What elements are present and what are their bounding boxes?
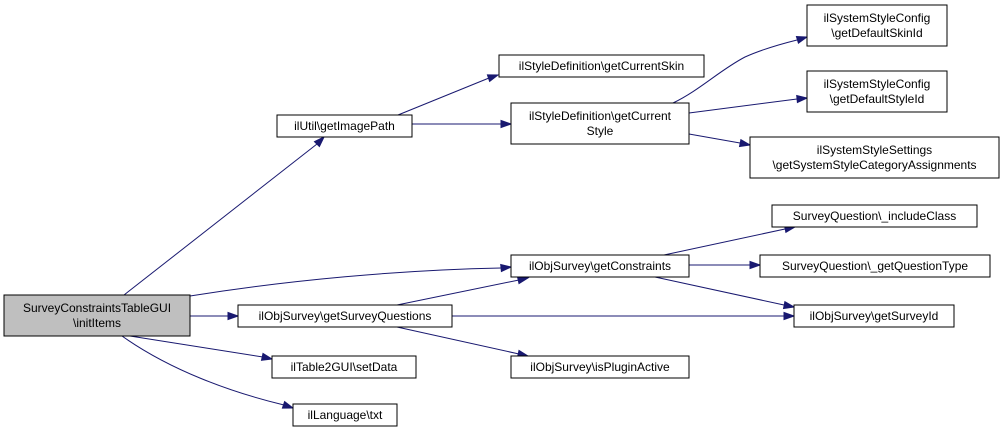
- node-label: ilObjSurvey\isPluginActive: [530, 360, 670, 374]
- edge-line: [672, 39, 798, 104]
- node-catassign[interactable]: ilSystemStyleSettings\getSystemStyleCate…: [749, 136, 1000, 179]
- edge-surveyquestions-to-surveyid: [452, 311, 796, 321]
- edge-root-to-setdata: [129, 335, 274, 361]
- node-surveyquestions[interactable]: ilObjSurvey\getSurveyQuestions: [237, 304, 453, 328]
- edge-root-to-txt: [121, 335, 295, 409]
- arrowhead: [516, 276, 530, 285]
- node-label: ilSystemStyleConfig: [824, 11, 931, 25]
- arrowhead: [313, 135, 326, 148]
- edge-line: [189, 267, 502, 297]
- edge-root-to-getconstraints: [189, 263, 513, 297]
- node-label: ilObjSurvey\getSurveyId: [810, 309, 939, 323]
- node-curskin[interactable]: ilStyleDefinition\getCurrentSkin: [498, 54, 705, 78]
- node-surveyid[interactable]: ilObjSurvey\getSurveyId: [793, 304, 955, 328]
- node-box: [3, 294, 191, 337]
- edge-line: [396, 279, 520, 306]
- node-box: [806, 70, 948, 113]
- edge-line: [123, 143, 318, 296]
- edges-layer: [121, 35, 809, 409]
- node-includeclass[interactable]: SurveyQuestion\_includeClass: [771, 204, 978, 228]
- node-label: ilObjSurvey\getConstraints: [529, 259, 671, 273]
- arrowhead: [500, 119, 513, 129]
- edge-curstyle-to-catassign: [688, 133, 752, 148]
- edge-line: [688, 133, 741, 144]
- node-label: ilLanguage\txt: [308, 408, 383, 422]
- node-label: ilObjSurvey\getSurveyQuestions: [259, 309, 432, 323]
- node-label: ilSystemStyleConfig: [824, 77, 931, 91]
- edge-root-to-util: [123, 135, 326, 296]
- node-label: ilStyleDefinition\getCurrent: [529, 109, 672, 123]
- arrowhead: [227, 311, 240, 321]
- node-box: [498, 54, 705, 78]
- arrowhead: [281, 400, 295, 409]
- edge-line: [397, 77, 490, 116]
- edge-util-to-curstyle: [412, 119, 513, 129]
- node-getconstraints[interactable]: ilObjSurvey\getConstraints: [510, 254, 690, 278]
- node-box: [771, 204, 978, 228]
- node-setdata[interactable]: ilTable2GUI\setData: [271, 355, 417, 379]
- node-label: \getSystemStyleCategoryAssignments: [772, 158, 976, 172]
- edge-getconstraints-to-qtype: [689, 260, 762, 270]
- arrowhead: [749, 260, 762, 270]
- node-label: ilUtil\getImagePath: [294, 119, 395, 133]
- node-label: \getDefaultSkinId: [831, 26, 922, 40]
- node-box: [806, 4, 948, 47]
- arrowhead: [260, 352, 274, 361]
- node-label: ilStyleDefinition\getCurrentSkin: [519, 59, 684, 73]
- edge-line: [688, 98, 798, 114]
- arrowhead: [795, 35, 809, 45]
- edge-line: [654, 276, 785, 306]
- arrowhead: [738, 138, 752, 148]
- node-plugin[interactable]: ilObjSurvey\isPluginActive: [510, 355, 690, 379]
- node-box: [510, 355, 690, 379]
- edge-curstyle-to-defstyle: [688, 94, 809, 114]
- node-box: [793, 304, 955, 328]
- node-label: ilSystemStyleSettings: [817, 143, 932, 157]
- node-box: [276, 114, 413, 138]
- node-label: SurveyQuestion\_includeClass: [793, 209, 956, 223]
- arrowhead: [782, 300, 796, 310]
- edge-root-to-surveyquestions: [190, 311, 240, 321]
- node-label: SurveyConstraintsTableGUI: [23, 301, 171, 315]
- edge-line: [396, 326, 520, 355]
- node-label: Style: [587, 124, 614, 138]
- node-root[interactable]: SurveyConstraintsTableGUI\initItems: [3, 294, 191, 337]
- edge-getconstraints-to-includeclass: [663, 224, 797, 256]
- node-box: [237, 304, 453, 328]
- edge-curstyle-to-defskin: [672, 35, 809, 104]
- node-box: [749, 136, 1000, 179]
- arrowhead: [796, 94, 809, 104]
- node-label: \initItems: [73, 316, 121, 330]
- edge-surveyquestions-to-getconstraints: [396, 276, 530, 306]
- node-box: [271, 355, 417, 379]
- edge-surveyquestions-to-plugin: [396, 326, 530, 358]
- edge-line: [121, 335, 285, 406]
- node-defskin[interactable]: ilSystemStyleConfig\getDefaultSkinId: [806, 4, 948, 47]
- arrowhead: [783, 311, 796, 321]
- node-label: ilTable2GUI\setData: [291, 360, 398, 374]
- node-box: [510, 254, 690, 278]
- arrowhead: [486, 74, 500, 83]
- nodes-layer: SurveyConstraintsTableGUI\initItems ilUti…: [3, 4, 1000, 427]
- arrowhead: [500, 263, 513, 273]
- edge-util-to-curskin: [397, 74, 500, 116]
- edge-getconstraints-to-surveyid: [654, 276, 796, 310]
- edge-line: [129, 335, 264, 358]
- node-box: [510, 102, 690, 145]
- node-label: SurveyQuestion\_getQuestionType: [782, 259, 968, 273]
- node-box: [759, 254, 991, 278]
- node-txt[interactable]: ilLanguage\txt: [292, 403, 398, 427]
- edge-line: [663, 228, 786, 256]
- node-qtype[interactable]: SurveyQuestion\_getQuestionType: [759, 254, 991, 278]
- node-label: \getDefaultStyleId: [830, 92, 925, 106]
- node-util[interactable]: ilUtil\getImagePath: [276, 114, 413, 138]
- node-defstyle[interactable]: ilSystemStyleConfig\getDefaultStyleId: [806, 70, 948, 113]
- node-box: [292, 403, 398, 427]
